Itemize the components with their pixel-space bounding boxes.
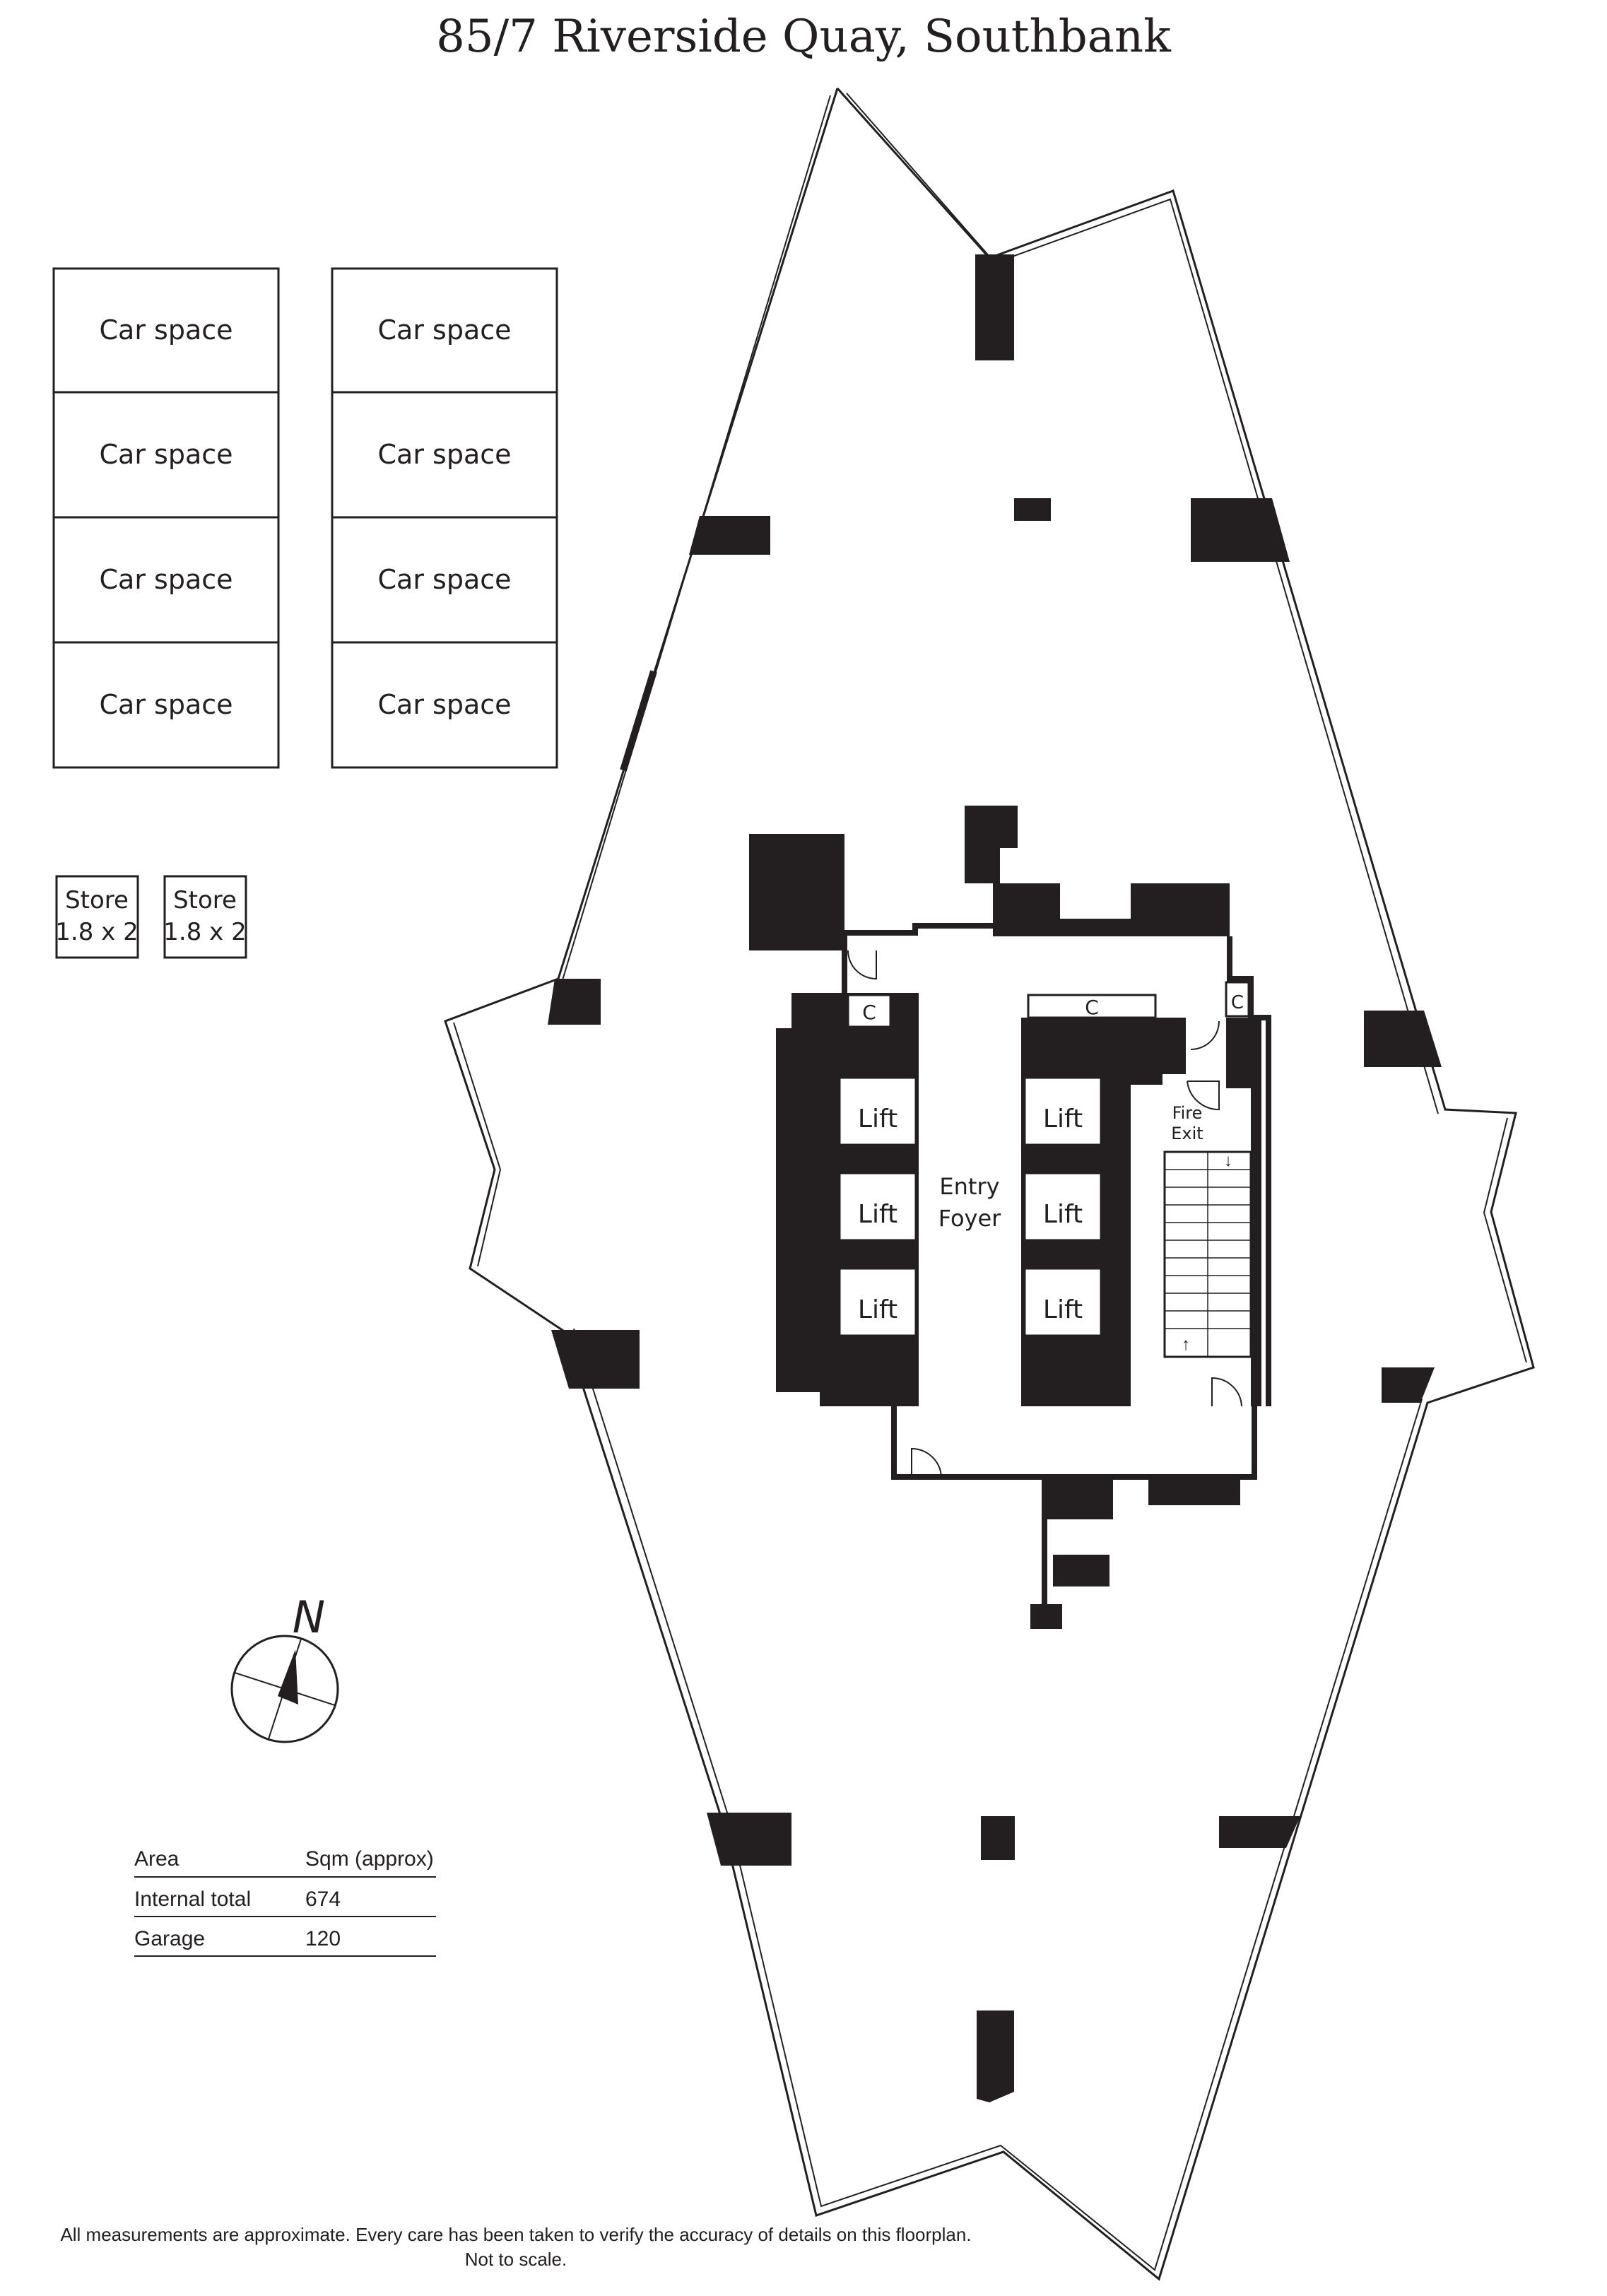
cupboard-label: C (1231, 992, 1244, 1013)
compass-north-label: N (293, 1591, 325, 1643)
store-name: Store (173, 886, 237, 914)
area-row-value: 120 (305, 1927, 341, 1950)
exit-label: Exit (1171, 1124, 1203, 1143)
column (977, 2011, 1014, 2102)
area-table: Area Sqm (approx) Internal total 674 Gar… (134, 1847, 436, 1957)
car-space (331, 516, 558, 644)
column (1219, 1816, 1300, 1848)
entry-label: Entry (939, 1173, 999, 1200)
lift-label: Lift (1043, 1105, 1083, 1134)
compass: N (230, 1591, 339, 1743)
car-space (331, 641, 558, 769)
cupboard-label: C (862, 1001, 876, 1024)
area-row-value: 674 (305, 1888, 341, 1911)
svg-text:↓: ↓ (1224, 1151, 1232, 1170)
lift-right-2 (1023, 1172, 1102, 1242)
column (975, 254, 1014, 360)
column (707, 1813, 791, 1866)
lift-left-2 (838, 1172, 917, 1242)
door-swing (911, 1447, 942, 1478)
lift-left-1 (838, 1076, 917, 1146)
car-space (52, 391, 280, 519)
car-space-label: Car space (378, 314, 512, 346)
door-swing (847, 950, 877, 980)
car-space-label: Car space (100, 314, 233, 346)
lift-right-1 (1023, 1076, 1102, 1146)
svg-text:↑: ↑ (1182, 1335, 1190, 1354)
fire-label: Fire (1172, 1103, 1203, 1123)
column (981, 1816, 1015, 1860)
store (163, 875, 247, 959)
car-space-label: Car space (378, 564, 512, 595)
store-size: 1.8 x 2 (163, 918, 246, 946)
area-row-name: Internal total (134, 1888, 251, 1911)
car-space-label: Car space (100, 689, 233, 720)
structural-columns (548, 254, 1442, 2102)
fire-stair: ↓ ↑ (1163, 1150, 1252, 1358)
door-swing (1190, 1020, 1220, 1050)
car-space-label: Car space (378, 689, 512, 720)
column (551, 1330, 640, 1389)
foyer-label: Foyer (938, 1205, 1001, 1232)
car-space-label: Car space (100, 564, 233, 595)
page-title: 85/7 Riverside Quay, Southbank (436, 11, 1172, 63)
column (1382, 1367, 1435, 1403)
store-name: Store (65, 886, 129, 914)
lift-left-3 (838, 1267, 917, 1337)
door-swing (1211, 1377, 1242, 1407)
cupboard-left (847, 994, 892, 1028)
store-size: 1.8 x 2 (55, 918, 138, 946)
column (1364, 1011, 1442, 1067)
car-space (52, 267, 280, 394)
cupboard-right (1225, 981, 1250, 1018)
sqm-header: Sqm (approx) (305, 1847, 434, 1871)
car-space (52, 641, 280, 769)
stores: Store 1.8 x 2 Store 1.8 x 2 (55, 875, 247, 959)
north-arrow-icon (278, 1649, 298, 1705)
room-labels: Lift Lift Lift Lift Lift Lift C C C Entr… (858, 992, 1244, 1324)
column (1191, 498, 1290, 562)
disclaimer-line2: Not to scale. (465, 2249, 567, 2270)
lift-right-3 (1023, 1267, 1102, 1337)
column (689, 516, 770, 555)
car-space-label: Car space (100, 439, 233, 470)
central-core: ↓ ↑ (749, 806, 1271, 1629)
lift-label: Lift (858, 1295, 897, 1324)
column (1014, 498, 1051, 521)
car-space (331, 267, 558, 394)
door-swing (1187, 1081, 1220, 1111)
store (55, 875, 139, 959)
lift-label: Lift (1043, 1200, 1083, 1229)
lift-label: Lift (858, 1200, 897, 1229)
column (548, 979, 601, 1025)
core-block (749, 834, 844, 950)
area-header: Area (134, 1847, 179, 1871)
car-spaces: Car space Car space Car space Car space … (52, 267, 558, 769)
lift-label: Lift (1043, 1295, 1083, 1324)
cupboard-centre (1027, 994, 1157, 1019)
disclaimer-line1: All measurements are approximate. Every … (60, 2224, 971, 2245)
area-row-name: Garage (134, 1927, 205, 1950)
car-space-label: Car space (378, 439, 512, 470)
lift-label: Lift (858, 1105, 897, 1134)
cupboard-label: C (1085, 996, 1099, 1019)
